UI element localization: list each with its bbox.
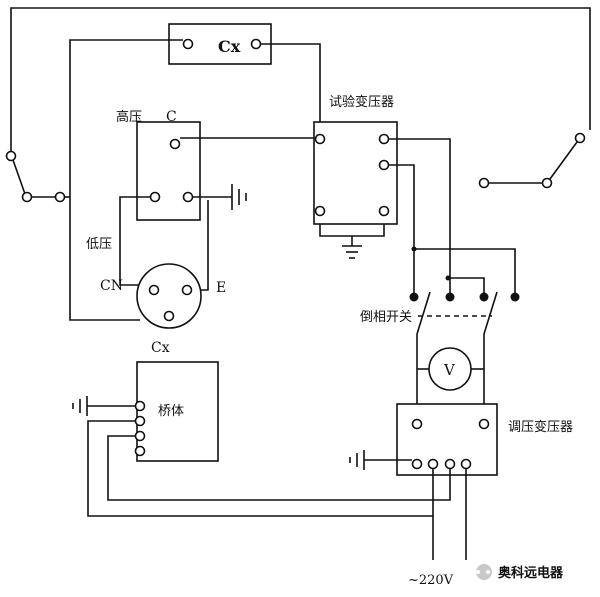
wire-bridge-2 xyxy=(107,435,451,501)
hv-arm-box: 高压 C xyxy=(116,109,201,221)
bridge-label: 桥体 xyxy=(158,404,184,419)
lv-label: 低压 xyxy=(86,237,112,252)
svg-text:Cx: Cx xyxy=(151,340,170,356)
voltmeter-label: V xyxy=(443,361,456,379)
svg-text:调压变压器: 调压变压器 xyxy=(508,419,573,435)
bridge-box: 桥体 xyxy=(134,361,219,462)
svg-text:~220V: ~220V xyxy=(408,573,454,588)
cx-bottom-label: Cx xyxy=(151,340,170,356)
reverse-switch: 倒相开关 xyxy=(360,246,520,335)
svg-text:倒相开关: 倒相开关 xyxy=(360,310,412,325)
svg-text:V: V xyxy=(443,361,456,379)
voltmeter: V xyxy=(416,334,485,404)
svg-text:C: C xyxy=(166,109,177,125)
test-transformer-label: 试验变压器 xyxy=(329,94,394,110)
regulator-transformer: 调压变压器 xyxy=(396,403,573,476)
watermark-text: 奥科远电器 xyxy=(498,565,564,581)
hv-c-label: C xyxy=(166,109,177,125)
svg-text:奥科远电器: 奥科远电器 xyxy=(498,565,564,581)
ground-symbol-regulator xyxy=(349,450,412,470)
wire-lv xyxy=(119,196,150,286)
svg-text:高压: 高压 xyxy=(116,109,142,125)
hv-label: 高压 xyxy=(116,109,142,125)
cn-label: CN xyxy=(100,278,123,294)
wire-primary-a xyxy=(389,138,451,297)
wire-primary-b xyxy=(389,164,415,297)
e-label: E xyxy=(216,280,226,296)
ground-symbol-bridge xyxy=(72,396,135,416)
svg-text:桥体: 桥体 xyxy=(158,404,184,419)
left-selector-switch xyxy=(5,7,591,203)
cx-capacitor-bottom: CN E Cx xyxy=(100,263,226,356)
regulator-label: 调压变压器 xyxy=(508,419,573,435)
svg-text:E: E xyxy=(216,280,226,296)
watermark: 奥科远电器 xyxy=(476,564,564,581)
ground-symbol-hv xyxy=(193,184,247,210)
reverse-switch-label: 倒相开关 xyxy=(360,310,412,325)
cx-capacitor-top: Cx xyxy=(168,23,272,65)
wire-cx-right xyxy=(261,43,321,136)
supply-label: ~220V xyxy=(408,573,454,588)
svg-text:Cx: Cx xyxy=(218,37,241,56)
test-transformer: 试验变压器 xyxy=(313,94,398,237)
svg-text:CN: CN xyxy=(100,278,123,294)
wire-cx-left xyxy=(69,39,183,321)
svg-text:试验变压器: 试验变压器 xyxy=(329,94,394,110)
right-selector-switch xyxy=(478,132,586,189)
cx-top-label: Cx xyxy=(218,37,241,56)
ground-symbol-transformer xyxy=(342,236,362,259)
